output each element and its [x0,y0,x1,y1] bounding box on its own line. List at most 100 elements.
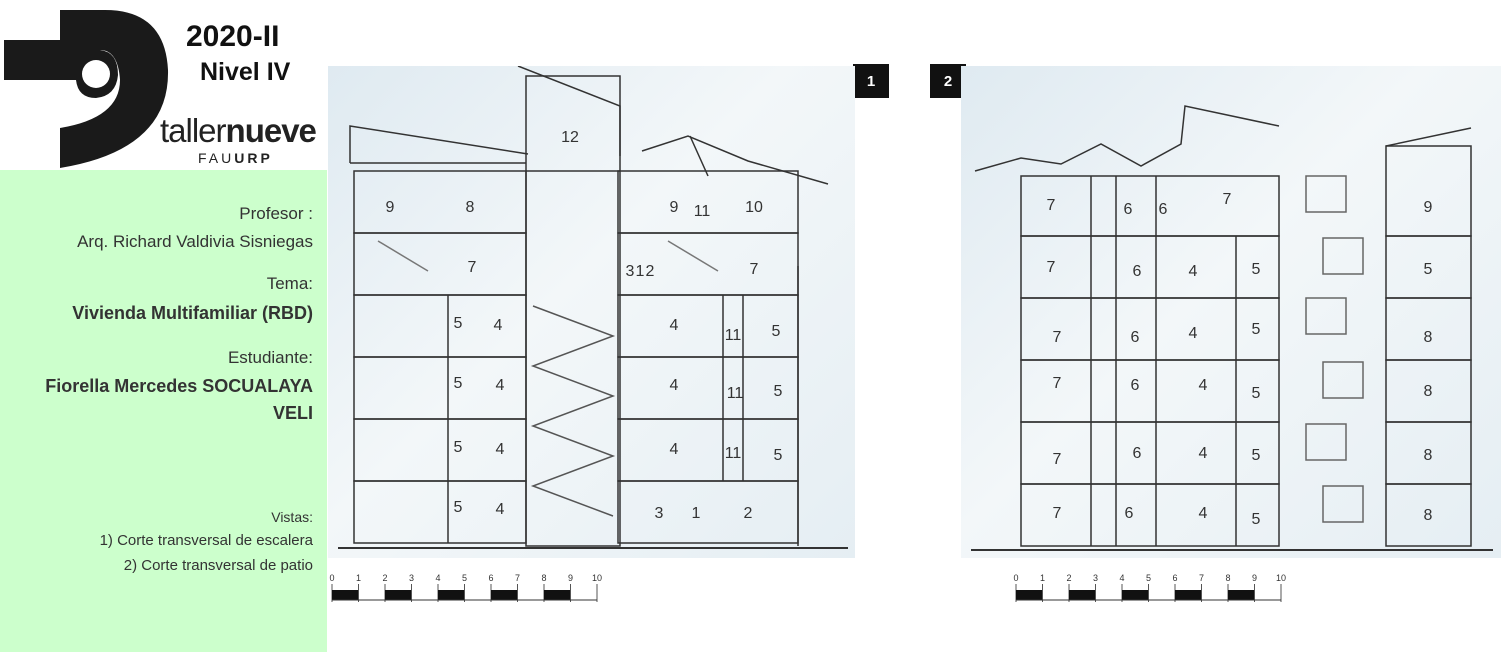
room-label: 7 [1053,505,1062,522]
profesor-name: Arq. Richard Valdivia Sisniegas [77,232,313,251]
room-label: 4 [1199,505,1208,522]
scale-segment [438,590,465,600]
room-label: 5 [1252,261,1261,278]
tema-label: Tema: [266,274,313,293]
room-label: 12 [561,129,579,146]
room-label: 7 [1053,451,1062,468]
vista-item-1: 1) Corte transversal de escalera [99,532,313,549]
scale-segment [1016,590,1043,600]
room-label: 3 [655,505,664,522]
room-label: 5 [454,375,463,392]
taller-nueve-logo-mark [4,10,169,168]
scale-segment [1122,590,1149,600]
room-label: 11 [694,203,711,220]
scale-tick-label: 7 [1199,573,1204,583]
estudiante-name-line2: VELI [272,403,313,423]
brand-light: taller [160,112,227,149]
room-label: 10 [745,199,763,216]
room-label: 8 [1424,447,1433,464]
room-label: 7 [1053,375,1062,392]
room-label: 4 [670,317,679,334]
room-label: 6 [1133,445,1142,462]
room-label: 6 [1131,329,1140,346]
room-label: 5 [1252,511,1261,528]
room-label: 4 [670,441,679,458]
room-label: 5 [774,383,783,400]
scale-tick-label: 2 [382,573,387,583]
scale-tick-label: 6 [1172,573,1177,583]
room-label: 5 [454,439,463,456]
room-label: 4 [1199,377,1208,394]
brand-subtitle: FAUURP [198,150,273,166]
scale-tick-label: 0 [329,573,334,583]
term-label: 2020-II [186,20,280,53]
scale-segment [544,590,571,600]
room-label: 3 [626,263,635,280]
scale-tick-label: 9 [568,573,573,583]
scale-tick-label: 5 [1146,573,1151,583]
room-label: 6 [1133,263,1142,280]
scale-segment [491,590,518,600]
brand-sub-light: FAU [198,150,235,166]
scale-tick-label: 0 [1013,573,1018,583]
scale-tick-label: 9 [1252,573,1257,583]
room-label: 2 [646,263,655,280]
room-label: 4 [496,377,505,394]
section-drawing-patio: 7 6 6 7 9 7 6 4 5 5 7 6 4 5 8 7 6 4 5 8 … [961,66,1501,558]
room-label: 5 [1252,321,1261,338]
room-label: 6 [1159,201,1168,218]
scale-tick-label: 10 [592,573,602,583]
room-label: 5 [1252,447,1261,464]
room-label: 5 [454,499,463,516]
room-label: 7 [1223,191,1232,208]
scale-segment [1228,590,1255,600]
room-label: 7 [468,259,477,276]
scale-tick-label: 4 [1119,573,1124,583]
scale-segment [385,590,412,600]
room-label: 11 [725,445,742,462]
room-label: 4 [1199,445,1208,462]
level-label: Nivel IV [200,58,291,86]
room-label: 6 [1124,201,1133,218]
room-label: 5 [1252,385,1261,402]
scale-segment [1069,590,1096,600]
room-label: 9 [1424,199,1433,216]
section-drawing-stair: 12 9 8 9 11 10 7 3 1 2 7 5 4 4 11 5 5 4 … [328,65,855,558]
room-label: 4 [1189,263,1198,280]
room-label: 4 [496,501,505,518]
room-label: 5 [772,323,781,340]
room-label: 6 [1131,377,1140,394]
room-label: 1 [692,505,701,522]
brand-sub-bold: URP [234,150,273,166]
scale-tick-label: 1 [356,573,361,583]
vistas-label: Vistas: [271,509,313,525]
view-badge-1: 1 [853,64,889,98]
room-label: 11 [725,327,742,344]
room-label: 2 [744,505,753,522]
scale-segment [1175,590,1202,600]
profesor-label: Profesor : [239,204,313,223]
room-label: 5 [1424,261,1433,278]
scale-tick-label: 8 [541,573,546,583]
room-label: 7 [1053,329,1062,346]
room-label: 5 [774,447,783,464]
scale-tick-label: 3 [409,573,414,583]
brand-bold: nueve [225,112,317,149]
scale-tick-label: 3 [1093,573,1098,583]
stair-section-svg: 12 9 8 9 11 10 7 3 1 2 7 5 4 4 11 5 5 4 … [338,65,848,549]
room-label: 8 [1424,383,1433,400]
info-panel: Profesor : Arq. Richard Valdivia Sisnieg… [0,170,327,652]
room-label: 4 [496,441,505,458]
scale-tick-label: 4 [435,573,440,583]
tema-value: Vivienda Multifamiliar (RBD) [72,303,313,323]
room-label: 1 [636,263,645,280]
scale-tick-label: 8 [1225,573,1230,583]
scale-tick-label: 1 [1040,573,1045,583]
room-label: 8 [1424,507,1433,524]
view-badge-2: 2 [930,64,966,98]
room-label: 7 [1047,259,1056,276]
scale-tick-label: 2 [1066,573,1071,583]
estudiante-label: Estudiante: [227,348,313,367]
